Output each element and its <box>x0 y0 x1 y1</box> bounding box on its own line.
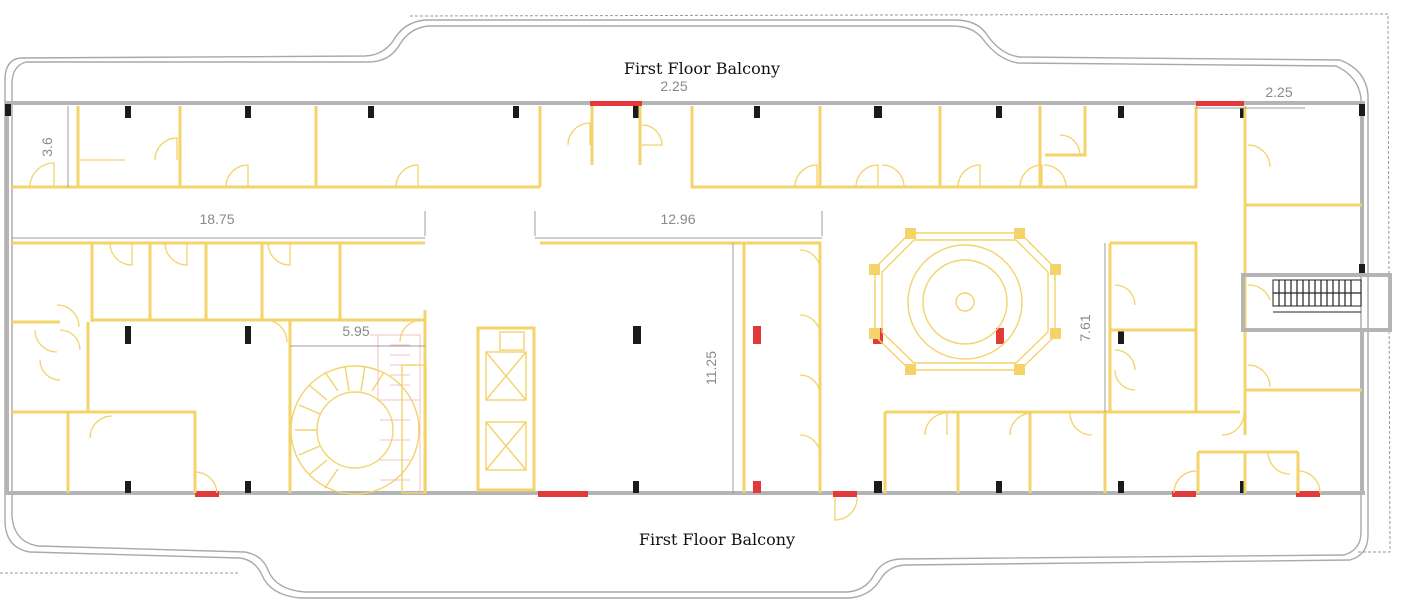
dimension-left-room: 3.6 <box>39 137 55 157</box>
octagonal-atrium <box>869 228 1061 375</box>
dimension-west-wing: 18.75 <box>199 211 234 227</box>
dimension-lines <box>12 106 1305 493</box>
top-balcony-label: First Floor Balcony <box>624 59 780 78</box>
dimension-top-window: 2.25 <box>660 78 687 94</box>
exterior-stair <box>1241 273 1392 332</box>
door-swings <box>29 122 1321 521</box>
dimension-east-rooms: 7.61 <box>1077 314 1093 341</box>
spiral-staircase <box>290 334 427 495</box>
openings <box>195 101 1320 497</box>
structural-columns <box>5 104 1365 493</box>
bottom-balcony-label: First Floor Balcony <box>639 530 795 549</box>
dimension-stair: 5.95 <box>342 323 369 339</box>
dimension-top-right: 2.25 <box>1265 84 1292 100</box>
interior-walls <box>12 106 1362 493</box>
dimension-center-hall: 12.96 <box>660 211 695 227</box>
dimension-hall-depth: 11.25 <box>703 351 719 385</box>
exterior-walls <box>5 101 1365 495</box>
